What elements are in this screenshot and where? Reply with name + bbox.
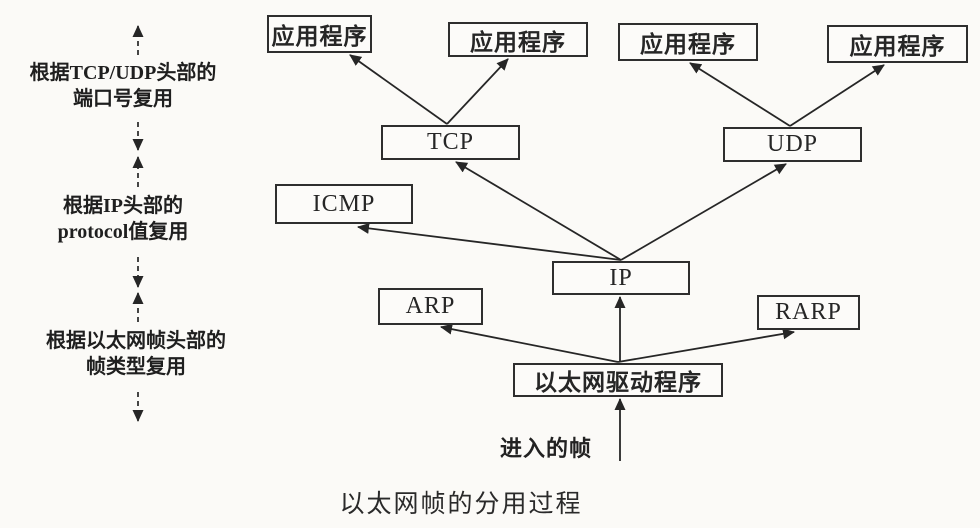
side-label-frame-type-demux: 根据以太网帧头部的 帧类型复用	[15, 328, 257, 380]
node-icmp: ICMP	[275, 184, 413, 224]
node-application-2: 应用程序	[448, 22, 588, 57]
node-ethernet-driver: 以太网驱动程序	[513, 363, 723, 397]
arrow-udp-to-app3	[689, 62, 791, 127]
arrow-ip-to-tcp	[455, 161, 622, 261]
arrow-tcp-to-app2	[446, 58, 509, 125]
node-ip: IP	[552, 261, 690, 295]
arrow-tcp-to-app1	[349, 54, 448, 125]
node-arp: ARP	[378, 288, 483, 325]
node-rarp: RARP	[757, 295, 860, 330]
node-application-3: 应用程序	[618, 23, 758, 61]
side-label-line1: 根据IP头部的	[63, 195, 183, 217]
figure-caption: 以太网帧的分用过程	[339, 491, 583, 518]
node-application-4: 应用程序	[827, 25, 968, 63]
side-label-line2: protocol值复用	[57, 221, 189, 243]
arrow-eth-to-rarp	[617, 328, 795, 363]
side-label-line1: 根据TCP/UDP头部的	[29, 62, 217, 84]
side-label-line2: 端口号复用	[73, 88, 173, 110]
side-label-line2: 帧类型复用	[86, 356, 186, 378]
incoming-frame-label: 进入的帧	[499, 436, 592, 461]
side-label-ip-protocol-demux: 根据IP头部的 protocol值复用	[8, 193, 238, 245]
node-tcp: TCP	[381, 125, 520, 160]
arrow-ip-to-icmp	[357, 222, 622, 261]
arrow-udp-to-app4	[789, 64, 885, 127]
arrow-eth-to-arp	[440, 323, 619, 363]
node-udp: UDP	[723, 127, 862, 162]
side-label-tcp-udp-port-demux: 根据TCP/UDP头部的 端口号复用	[8, 60, 238, 112]
side-label-line1: 根据以太网帧头部的	[46, 330, 226, 352]
node-application-1: 应用程序	[267, 15, 372, 53]
arrow-ip-to-udp	[620, 163, 787, 261]
